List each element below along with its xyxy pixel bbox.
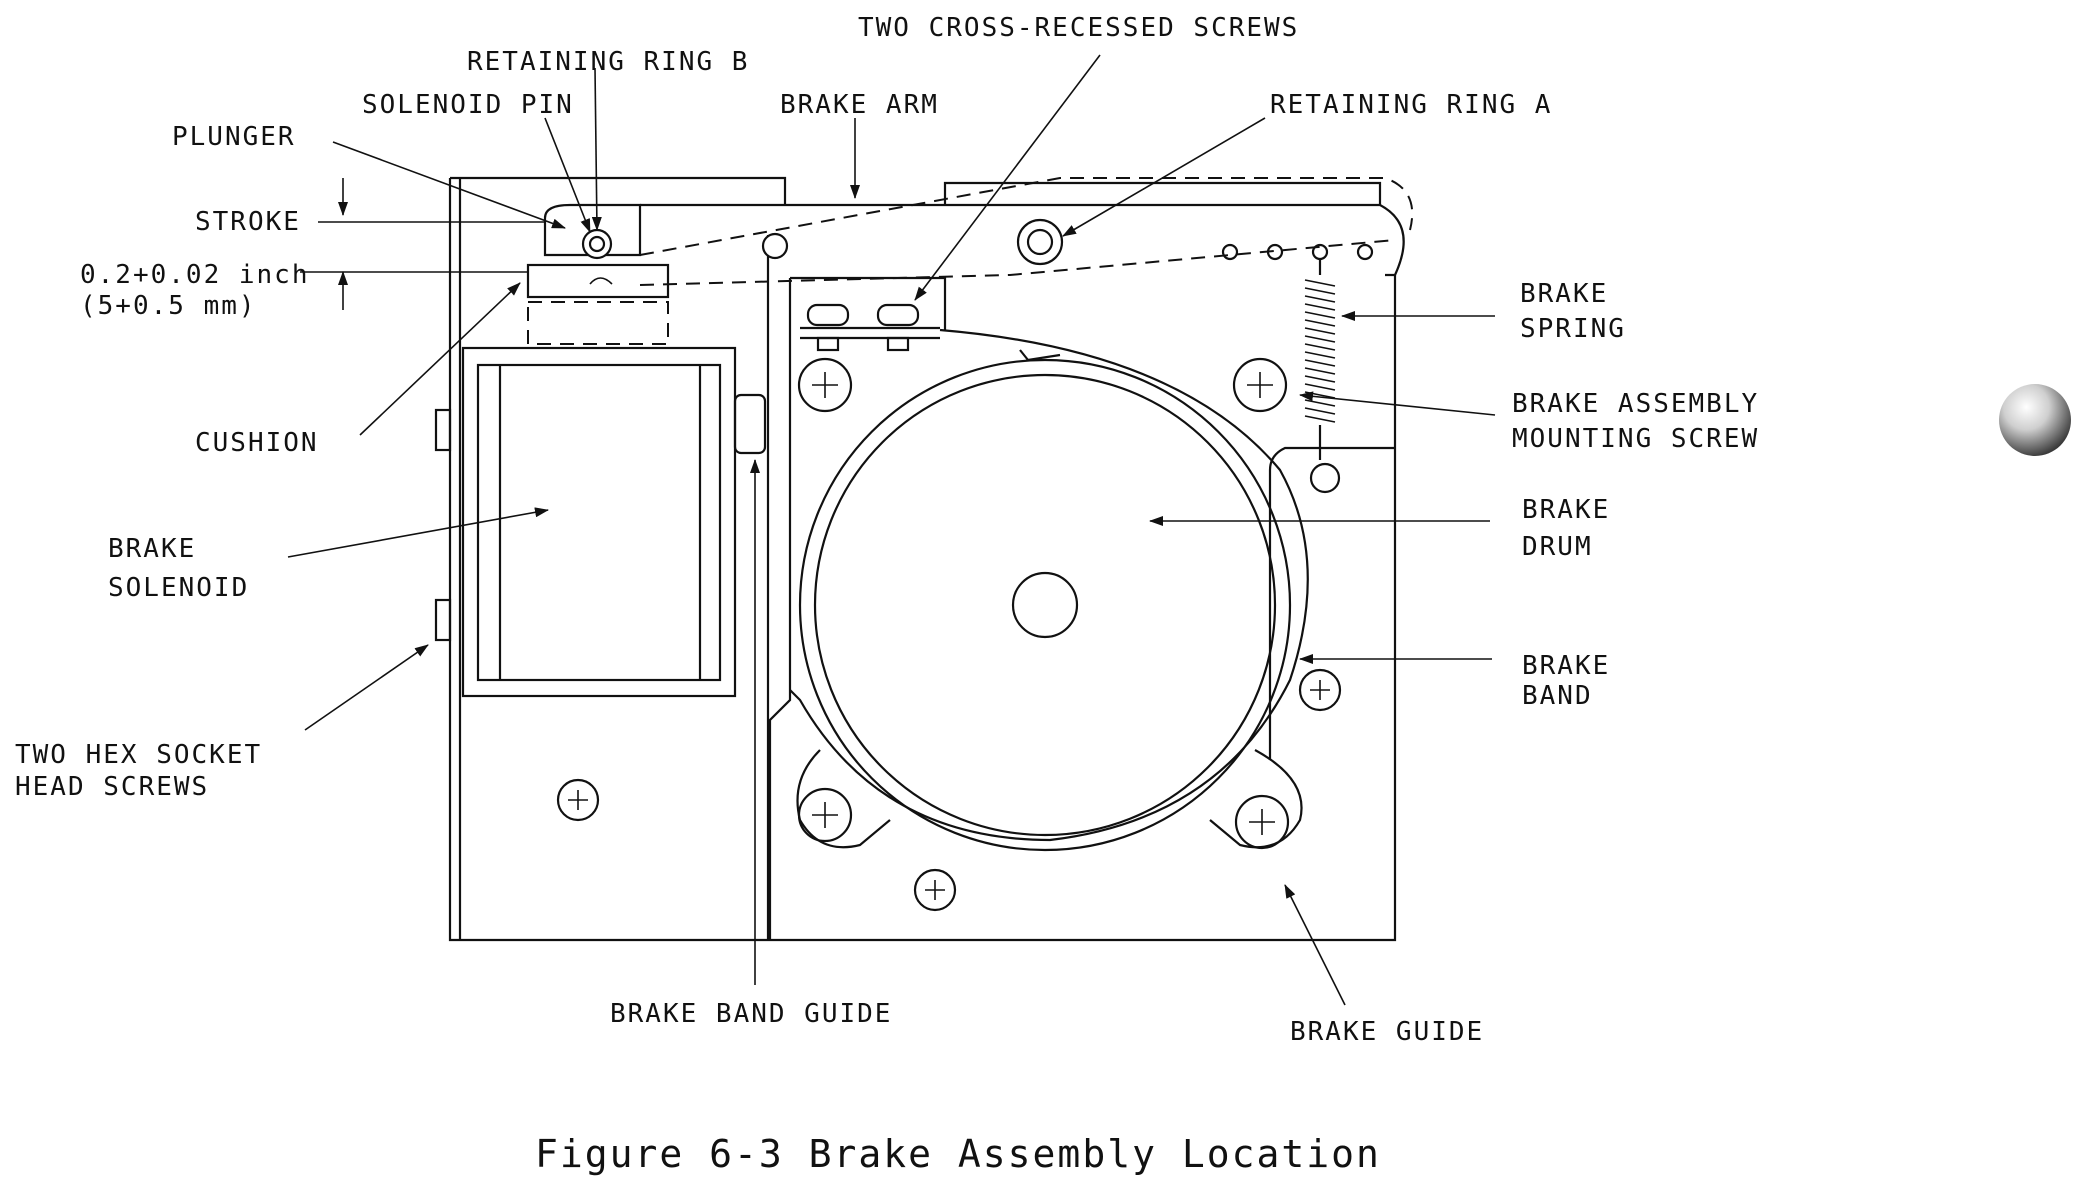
mechanism-drawing bbox=[434, 176, 1414, 942]
hex-screw-head-2 bbox=[434, 598, 452, 642]
label-brake-spring-1: BRAKE bbox=[1520, 279, 1608, 309]
cushion bbox=[526, 263, 670, 299]
label-brake-band-1: BRAKE bbox=[1522, 651, 1610, 681]
arm-holes bbox=[1221, 243, 1374, 261]
label-retaining-ring-b: RETAINING RING B bbox=[467, 47, 749, 77]
label-brake-drum-2: DRUM bbox=[1522, 532, 1593, 562]
label-mounting-screw-2: MOUNTING SCREW bbox=[1512, 424, 1759, 454]
label-brake-arm: BRAKE ARM bbox=[780, 90, 939, 120]
decorative-sphere bbox=[1999, 384, 2071, 456]
label-brake-solenoid-2: SOLENOID bbox=[108, 573, 249, 603]
label-cushion: CUSHION bbox=[195, 428, 319, 458]
leader-lines bbox=[287, 54, 1496, 1006]
top-tab-right bbox=[943, 181, 1382, 205]
brake-spring bbox=[1304, 259, 1341, 494]
solenoid-coil-top bbox=[527, 301, 669, 345]
arm-dashed-lower bbox=[639, 239, 1396, 286]
label-brake-guide: BRAKE GUIDE bbox=[1290, 1017, 1484, 1047]
plunger-body bbox=[543, 203, 642, 257]
brake-band-guide-clip bbox=[733, 393, 767, 455]
label-hex-socket-1: TWO HEX SOCKET bbox=[15, 740, 262, 770]
arm-dashed-upper bbox=[639, 177, 1414, 256]
label-stroke: STROKE bbox=[195, 207, 301, 237]
label-plunger: PLUNGER bbox=[172, 122, 296, 152]
brake-drum-outer bbox=[798, 358, 1292, 852]
mount-screw-right bbox=[1298, 668, 1342, 712]
frame-outline bbox=[448, 176, 1397, 942]
label-stroke-inch: 0.2+0.02 inch bbox=[80, 260, 310, 290]
label-solenoid-pin: SOLENOID PIN bbox=[362, 90, 574, 120]
label-brake-solenoid-1: BRAKE bbox=[108, 534, 196, 564]
labels: TWO CROSS-RECESSED SCREWS RETAINING RING… bbox=[15, 13, 1759, 1176]
brake-band bbox=[789, 328, 1309, 842]
brake-solenoid-frame bbox=[461, 346, 737, 698]
lobe-right bbox=[1209, 749, 1303, 849]
label-stroke-mm: (5+0.5 mm) bbox=[80, 291, 257, 321]
label-brake-spring-2: SPRING bbox=[1520, 314, 1626, 344]
mount-screw-bottom-center bbox=[913, 868, 957, 912]
mount-screw-bottom-left bbox=[556, 778, 600, 822]
label-brake-band-guide: BRAKE BAND GUIDE bbox=[610, 999, 892, 1029]
solenoid-pin bbox=[581, 228, 613, 260]
label-hex-socket-2: HEAD SCREWS bbox=[15, 772, 209, 802]
brake-assembly-mounting-screw bbox=[1232, 357, 1288, 413]
label-brake-drum-1: BRAKE bbox=[1522, 495, 1610, 525]
label-two-cross-recessed-screws: TWO CROSS-RECESSED SCREWS bbox=[858, 13, 1299, 43]
brake-drum-inner bbox=[813, 373, 1277, 837]
brake-guide-left-edge bbox=[768, 278, 792, 940]
retaining-ring-a bbox=[1016, 218, 1064, 266]
label-mounting-screw-1: BRAKE ASSEMBLY bbox=[1512, 389, 1759, 419]
label-retaining-ring-a: RETAINING RING A bbox=[1270, 90, 1552, 120]
brake-arm bbox=[640, 203, 1405, 277]
right-bracket bbox=[1268, 446, 1395, 760]
label-brake-band-2: BAND bbox=[1522, 681, 1593, 711]
mount-screw-upper-left bbox=[797, 357, 853, 413]
brake-drum-hub bbox=[1011, 571, 1079, 639]
hex-screw-head-1 bbox=[434, 408, 452, 452]
cross-recessed-screws bbox=[800, 303, 940, 352]
figure-caption: Figure 6-3 Brake Assembly Location bbox=[535, 1132, 1381, 1176]
